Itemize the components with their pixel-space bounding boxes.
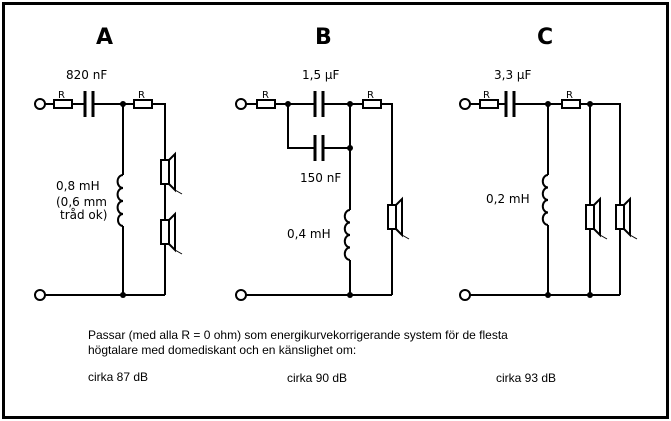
circuit-c-coil bbox=[541, 174, 549, 226]
circuit-b-capacitor-label: 1,5 μF bbox=[302, 68, 340, 82]
circuit-b-coil-label: 0,4 mH bbox=[287, 227, 331, 241]
circuit-c-resistor-1 bbox=[479, 99, 499, 109]
circuit-b-capacitor-1 bbox=[313, 91, 325, 117]
sensitivity-a: cirka 87 dB bbox=[88, 370, 149, 384]
circuit-b-input-terminal bbox=[235, 98, 247, 110]
circuit-a-speaker-1 bbox=[160, 151, 183, 195]
circuit-c-resistor-2 bbox=[561, 99, 581, 109]
circuit-c-resistor-label-1: R bbox=[483, 90, 490, 101]
circuit-c-input-terminal bbox=[459, 98, 471, 110]
circuit-c-capacitor bbox=[504, 91, 516, 117]
circuit-a-speaker-2 bbox=[160, 211, 183, 255]
circuit-a-resistor-label-2: R bbox=[138, 90, 145, 101]
circuit-a-coil-label-2: (0,6 mm bbox=[56, 195, 107, 209]
circuit-a-coil bbox=[116, 174, 124, 227]
circuit-c-title: C bbox=[537, 25, 553, 50]
circuit-a-ground-terminal bbox=[34, 289, 46, 301]
circuit-a-resistor-1 bbox=[53, 99, 73, 109]
circuit-c-coil-label: 0,2 mH bbox=[486, 192, 530, 206]
circuit-b-ground-terminal bbox=[235, 289, 247, 301]
circuit-b-resistor-label-1: R bbox=[262, 90, 269, 101]
circuit-a-input-terminal bbox=[34, 98, 46, 110]
circuit-b-resistor-label-2: R bbox=[367, 90, 374, 101]
sensitivity-c: cirka 93 dB bbox=[496, 371, 557, 385]
sensitivity-b: cirka 90 dB bbox=[287, 371, 348, 385]
description-line-2: högtalare med domediskant och en känslig… bbox=[88, 343, 357, 357]
circuit-b: B 1,5 μF 150 nF R R 0,4 mH bbox=[235, 25, 410, 301]
circuit-a: A 820 nF R R 0,8 mH (0,6 mm tråd ok) bbox=[34, 25, 183, 301]
circuit-c-ground-terminal bbox=[459, 289, 471, 301]
circuit-c: C 3,3 μF R R 0,2 mH bbox=[459, 25, 638, 301]
description-line-1: Passar (med alla R = 0 ohm) som energiku… bbox=[88, 328, 508, 342]
circuit-a-capacitor bbox=[83, 91, 95, 117]
circuit-a-resistor-2 bbox=[133, 99, 153, 109]
circuit-b-coil bbox=[343, 209, 351, 261]
circuit-c-speaker-2 bbox=[615, 196, 638, 240]
circuit-a-resistor-label-1: R bbox=[58, 90, 65, 101]
circuit-c-speaker-1 bbox=[585, 196, 608, 240]
circuit-a-coil-label-3: tråd ok) bbox=[60, 208, 107, 222]
circuit-b-speaker bbox=[387, 196, 410, 240]
circuit-b-title: B bbox=[315, 25, 332, 50]
circuit-b-resistor-1 bbox=[256, 99, 276, 109]
circuit-c-resistor-label-2: R bbox=[566, 90, 573, 101]
circuit-a-coil-label-1: 0,8 mH bbox=[56, 179, 100, 193]
circuit-b-capacitor-2-label: 150 nF bbox=[300, 171, 341, 185]
circuit-c-capacitor-label: 3,3 μF bbox=[494, 68, 532, 82]
circuit-b-capacitor-2 bbox=[313, 135, 325, 161]
circuit-b-resistor-2 bbox=[362, 99, 382, 109]
circuit-a-capacitor-label: 820 nF bbox=[66, 68, 107, 82]
circuit-a-title: A bbox=[96, 25, 113, 50]
